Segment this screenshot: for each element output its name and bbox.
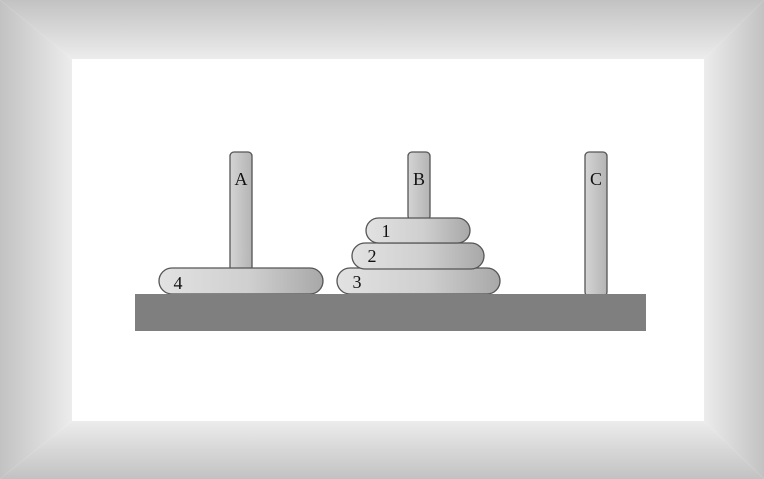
peg-c[interactable]: C [585, 152, 607, 296]
disk-label-3: 3 [353, 272, 362, 292]
disk-1[interactable]: 1 [366, 218, 470, 243]
disk-2[interactable]: 2 [352, 243, 484, 269]
base-platform [135, 294, 646, 331]
disk-4[interactable]: 4 [159, 268, 323, 294]
peg-b[interactable]: B [408, 152, 430, 220]
disk-label-4: 4 [174, 273, 183, 293]
peg-label-c: C [590, 169, 602, 189]
peg-label-a: A [235, 169, 248, 189]
peg-label-b: B [413, 169, 425, 189]
disk-label-2: 2 [368, 246, 377, 266]
peg-a[interactable]: A [230, 152, 252, 271]
disk-3[interactable]: 3 [337, 268, 500, 294]
disk-label-1: 1 [382, 221, 391, 241]
